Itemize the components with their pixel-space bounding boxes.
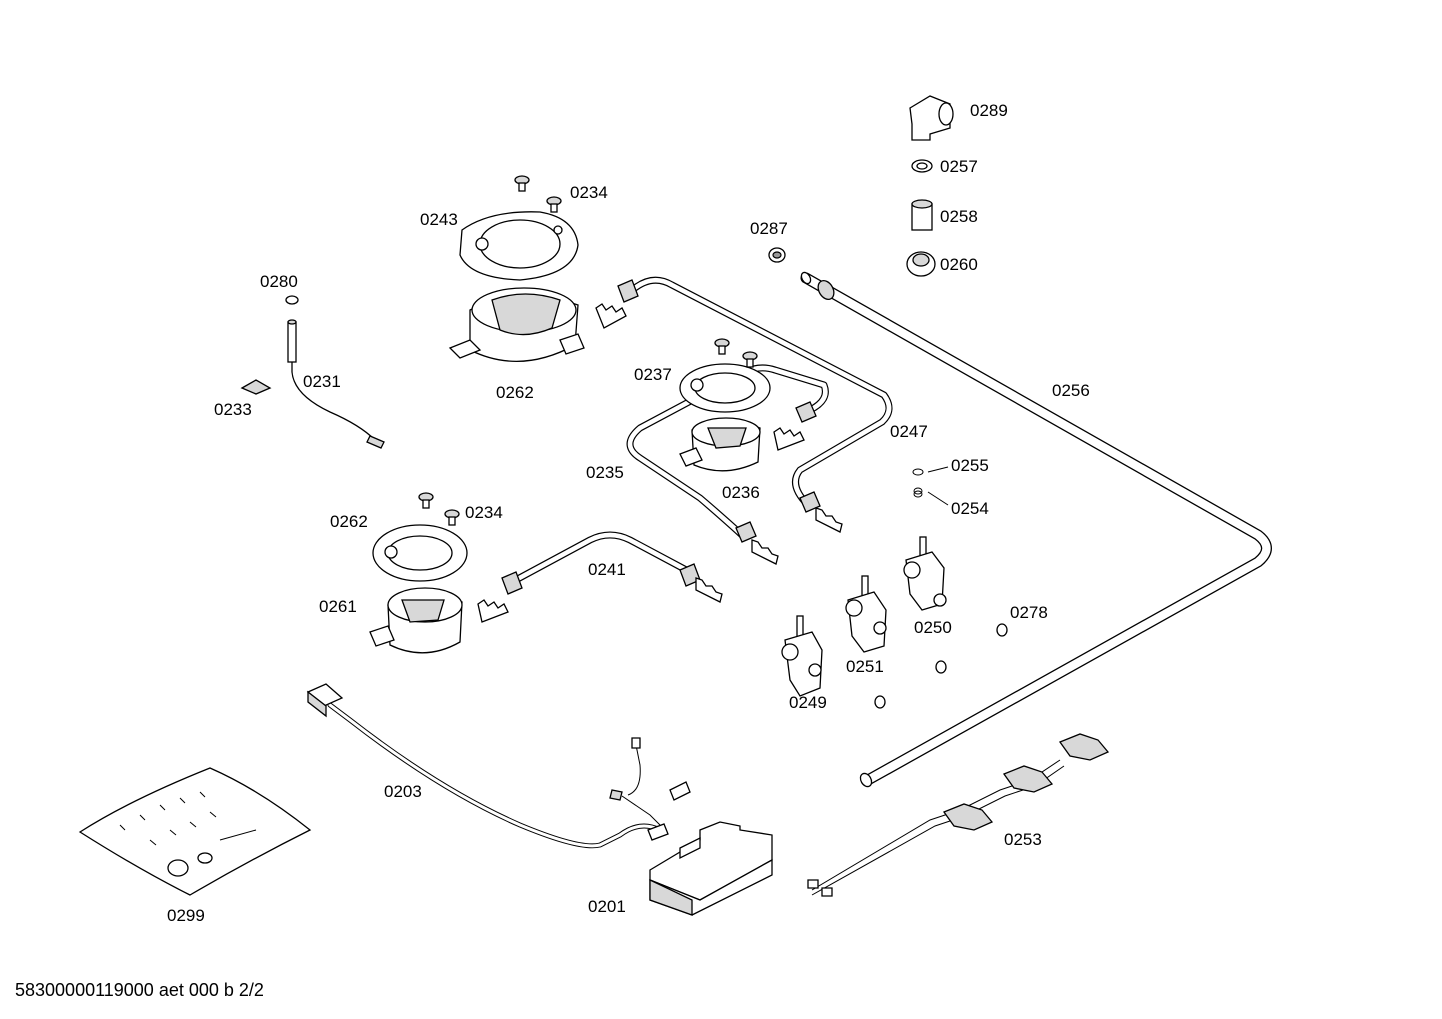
label-0280: 0280 — [260, 272, 298, 291]
label-0262-upper: 0262 — [496, 383, 534, 402]
label-0233: 0233 — [214, 400, 252, 419]
gas-pipe-0247 — [595, 276, 893, 533]
label-0235: 0235 — [586, 463, 624, 482]
label-0236: 0236 — [722, 483, 760, 502]
accessory-bag — [78, 767, 312, 896]
document-code: 58300000119000 aet 000 b 2/2 — [15, 980, 264, 1000]
label-0256: 0256 — [1052, 381, 1090, 400]
gas-valves — [781, 536, 1008, 709]
leader-lines — [927, 466, 949, 506]
label-0251: 0251 — [846, 657, 884, 676]
burner-cup-small — [679, 363, 771, 472]
clips — [912, 468, 924, 498]
label-0289: 0289 — [970, 101, 1008, 120]
gas-pipe-0241 — [477, 531, 723, 623]
ignition-module — [649, 821, 773, 916]
valve-0249 — [781, 615, 823, 697]
burner-cup-medium — [369, 524, 468, 654]
burner-cup-large — [448, 211, 585, 363]
label-0258: 0258 — [940, 207, 978, 226]
label-0243: 0243 — [420, 210, 458, 229]
label-0247: 0247 — [890, 422, 928, 441]
label-0201: 0201 — [588, 897, 626, 916]
screws — [418, 175, 758, 526]
gas-supply-tube — [800, 271, 1272, 788]
valve-0250 — [903, 536, 947, 611]
label-0287: 0287 — [750, 219, 788, 238]
label-0255: 0255 — [951, 456, 989, 475]
label-0299: 0299 — [167, 906, 205, 925]
thermocouple — [240, 295, 385, 449]
ignition-harness — [807, 733, 1110, 897]
valve-0251 — [845, 575, 887, 653]
label-0234-upper: 0234 — [570, 183, 608, 202]
label-0261: 0261 — [319, 597, 357, 616]
label-0260: 0260 — [940, 255, 978, 274]
part-labels: 0289 0257 0258 0260 0287 0234 0243 0280 … — [167, 101, 1090, 925]
label-0241: 0241 — [588, 560, 626, 579]
label-0257: 0257 — [940, 157, 978, 176]
wiring-harness — [306, 683, 691, 849]
label-0249: 0249 — [789, 693, 827, 712]
label-0278: 0278 — [1010, 603, 1048, 622]
label-0253: 0253 — [1004, 830, 1042, 849]
label-0254: 0254 — [951, 499, 989, 518]
label-0231: 0231 — [303, 372, 341, 391]
fittings — [768, 95, 954, 277]
label-0250: 0250 — [914, 618, 952, 637]
label-0262-lower: 0262 — [330, 512, 368, 531]
label-0237: 0237 — [634, 365, 672, 384]
valve-nuts — [874, 623, 1008, 709]
label-0203: 0203 — [384, 782, 422, 801]
label-0234-lower: 0234 — [465, 503, 503, 522]
